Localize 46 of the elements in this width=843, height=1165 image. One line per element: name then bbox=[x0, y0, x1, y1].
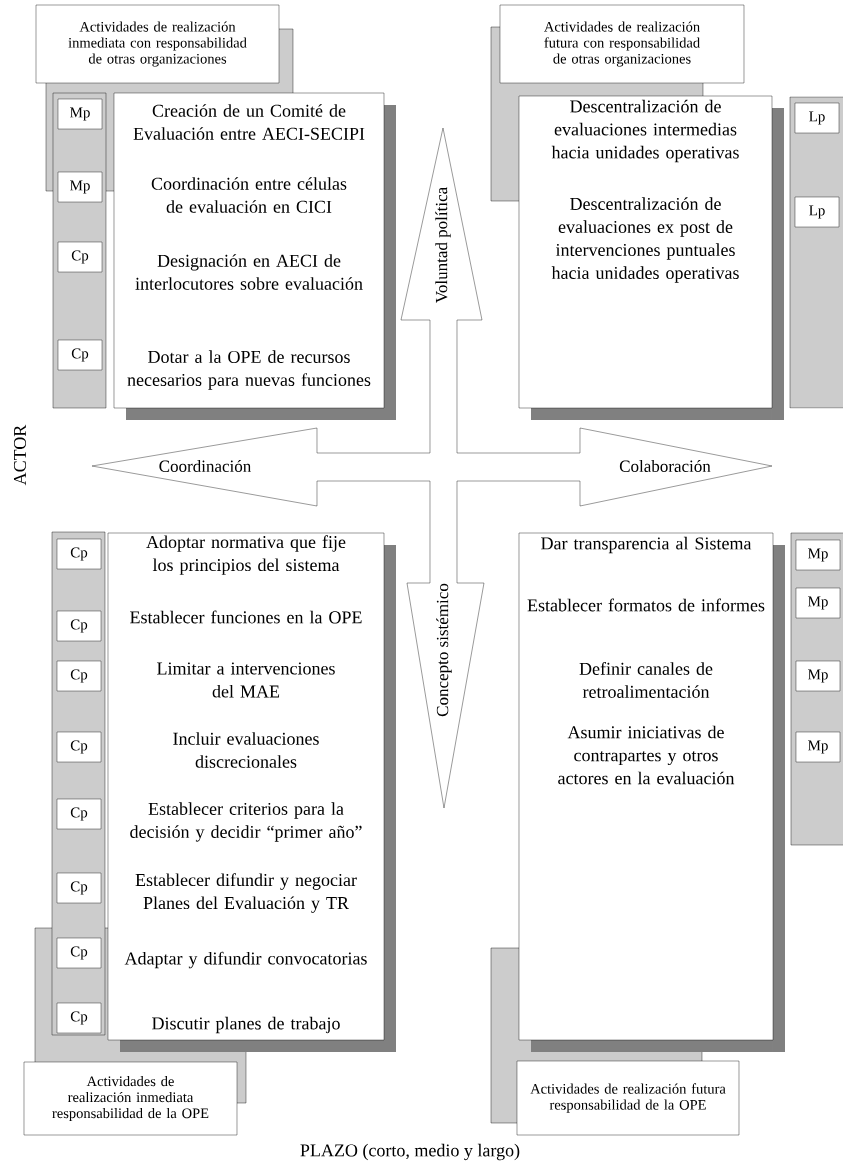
title-box: Actividades de realización futura con responsabilidad de otras organizaciones bbox=[499, 4, 745, 84]
term-tag: Cp bbox=[57, 339, 103, 371]
activity-box bbox=[518, 95, 784, 420]
activity-box bbox=[113, 92, 396, 420]
term-tag: Cp bbox=[56, 660, 102, 692]
term-tag: Lp bbox=[794, 196, 840, 228]
activity-text: Asumir iniciativas de contrapartes y otros actores en la evaluación bbox=[558, 725, 735, 785]
term-tag: Mp bbox=[57, 98, 103, 130]
activity-text: Dotar a la OPE de recursos necesarios para nuevas funciones bbox=[127, 350, 371, 390]
activity-text: Establecer formatos de informes bbox=[527, 598, 765, 612]
activity-text: Adaptar y difundir convocatorias bbox=[124, 951, 367, 969]
term-tag: Mp bbox=[795, 539, 841, 571]
term-tag: Mp bbox=[795, 731, 841, 763]
activity-text: Designación en AECI de interlocutores sobre evaluación bbox=[135, 254, 363, 290]
activity-text: Definir canales de retroalimentación bbox=[579, 662, 713, 698]
term-tag: Cp bbox=[56, 798, 102, 830]
activity-box bbox=[518, 532, 785, 1052]
title-box: Actividades de realización inmediata responsabilidad de la OPE bbox=[23, 1061, 238, 1136]
term-tag: Cp bbox=[56, 937, 102, 969]
activity-text: Establecer difundir y negociar Planes del Evaluación y TR bbox=[135, 873, 357, 913]
term-tag: Cp bbox=[56, 731, 102, 763]
term-tag: Mp bbox=[57, 171, 103, 203]
title-box: Actividades de realización futura responsabilidad de la OPE bbox=[516, 1060, 740, 1136]
axis-label: PLAZO (corto, medio y largo) bbox=[300, 1143, 520, 1161]
activity-text: Establecer criterios para la decisión y decidir “primer año” bbox=[130, 802, 362, 842]
activity-text: Adoptar normativa que fije los principios del sistema bbox=[146, 535, 346, 575]
term-tag: Cp bbox=[56, 610, 102, 642]
activity-text: Incluir evaluaciones discrecionales bbox=[173, 732, 319, 768]
activity-text: Discutir planes de trabajo bbox=[152, 1016, 340, 1034]
activity-text: Descentralización de evaluaciones intermedias hacia unidades operativas bbox=[551, 99, 739, 163]
term-tag: Cp bbox=[56, 872, 102, 904]
term-tag: Mp bbox=[795, 587, 841, 619]
term-tag: Cp bbox=[56, 1002, 102, 1034]
term-tag: Cp bbox=[56, 538, 102, 570]
term-tag: Cp bbox=[57, 241, 103, 273]
activity-text: Limitar a intervenciones del MAE bbox=[157, 662, 335, 698]
axis-label: ACTOR bbox=[13, 424, 27, 486]
activity-text: Establecer funciones en la OPE bbox=[130, 610, 362, 624]
activity-box bbox=[107, 532, 396, 1052]
activity-text: Coordinación entre células de evaluación en CICI bbox=[151, 177, 347, 213]
term-tag: Lp bbox=[794, 102, 840, 134]
activity-text: Creación de un Comité de Evaluación entre AECI-SECIPI bbox=[133, 104, 365, 140]
title-box: Actividades de realización inmediata con responsabilidad de otras organizaciones bbox=[35, 4, 280, 84]
activity-text: Dar transparencia al Sistema bbox=[541, 536, 752, 554]
activity-text: Descentralización de evaluaciones ex post de intervenciones puntuales hacia unidades operativas bbox=[551, 197, 739, 283]
term-tag: Mp bbox=[795, 660, 841, 692]
